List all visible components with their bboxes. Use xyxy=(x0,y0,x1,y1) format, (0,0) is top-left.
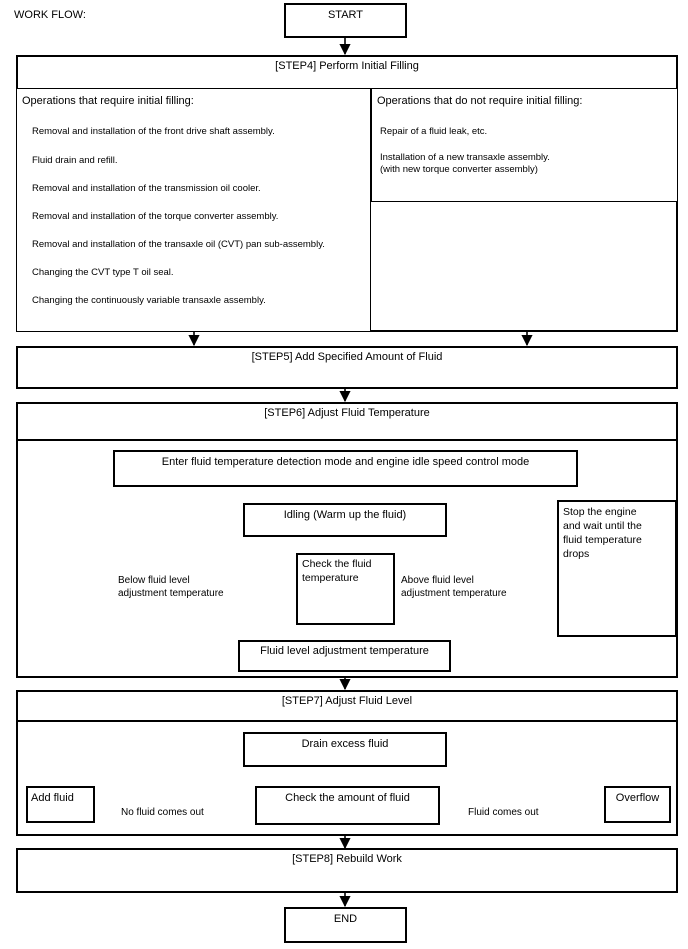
node-step6-title: [STEP6] Adjust Fluid Temperature xyxy=(264,407,430,419)
node-check-amount-of-fluid[interactable] xyxy=(255,786,440,825)
panel-require-initial-filling xyxy=(16,88,371,332)
node-drain-excess-fluid[interactable] xyxy=(243,732,447,767)
not-require-heading: Operations that do not require initial f… xyxy=(377,95,583,107)
require-item: Changing the CVT type T oil seal. xyxy=(32,267,174,278)
node-start[interactable] xyxy=(284,3,407,38)
node-add-fluid-label: Add fluid xyxy=(31,792,74,804)
node-stop-engine[interactable] xyxy=(557,500,677,637)
node-step8-title: [STEP8] Rebuild Work xyxy=(292,853,402,865)
node-end[interactable] xyxy=(284,907,407,943)
node-fluid-level-adjustment-temperature-label: Fluid level adjustment temperature xyxy=(260,645,429,657)
node-check-fluid-temperature-label: Check the fluid temperature xyxy=(302,558,372,584)
require-item: Removal and installation of the front dr… xyxy=(32,126,275,137)
node-check-amount-of-fluid-label: Check the amount of fluid xyxy=(285,792,410,804)
node-overflow[interactable] xyxy=(604,786,671,823)
node-step7-title: [STEP7] Adjust Fluid Level xyxy=(281,695,413,707)
node-add-fluid[interactable] xyxy=(26,786,95,823)
edge-label-fluid-comes-out: Fluid comes out xyxy=(468,807,539,818)
node-idling-label: Idling (Warm up the fluid) xyxy=(283,509,407,521)
not-require-item: Repair of a fluid leak, etc. xyxy=(380,126,488,137)
node-start-label: START xyxy=(327,9,364,21)
edge-label-below-temperature: Below fluid level adjustment temperature xyxy=(118,575,224,599)
work-flow-title: WORK FLOW: xyxy=(14,9,86,21)
node-step5[interactable] xyxy=(16,346,678,389)
edge-label-no-fluid-comes-out: No fluid comes out xyxy=(121,807,204,818)
require-item: Fluid drain and refill. xyxy=(32,155,118,166)
not-require-item: Installation of a new transaxle assembly… xyxy=(380,152,550,175)
step7-header-divider xyxy=(16,720,678,722)
node-check-fluid-temperature[interactable] xyxy=(296,553,395,625)
panel-not-require-initial-filling xyxy=(371,88,678,202)
require-item: Removal and installation of the transmis… xyxy=(32,183,261,194)
node-end-label: END xyxy=(333,913,358,925)
require-heading: Operations that require initial filling: xyxy=(22,95,194,107)
node-idling[interactable] xyxy=(243,503,447,537)
edge-label-above-temperature: Above fluid level adjustment temperature xyxy=(401,575,507,599)
node-step4-title: [STEP4] Perform Initial Filling xyxy=(275,60,419,72)
node-fluid-level-adjustment-temperature[interactable] xyxy=(238,640,451,672)
node-enter-mode[interactable] xyxy=(113,450,578,487)
node-enter-mode-label: Enter fluid temperature detection mode a… xyxy=(161,456,530,468)
node-step8[interactable] xyxy=(16,848,678,893)
node-step5-title: [STEP5] Add Specified Amount of Fluid xyxy=(251,351,443,363)
require-item: Removal and installation of the torque c… xyxy=(32,211,279,222)
node-overflow-label: Overflow xyxy=(615,792,660,804)
require-item: Removal and installation of the transaxl… xyxy=(32,239,325,250)
step6-header-divider xyxy=(16,439,678,441)
node-drain-excess-fluid-label: Drain excess fluid xyxy=(301,738,389,750)
node-stop-engine-label: Stop the engine and wait until the fluid… xyxy=(563,506,642,560)
require-item: Changing the continuously variable trans… xyxy=(32,295,266,306)
